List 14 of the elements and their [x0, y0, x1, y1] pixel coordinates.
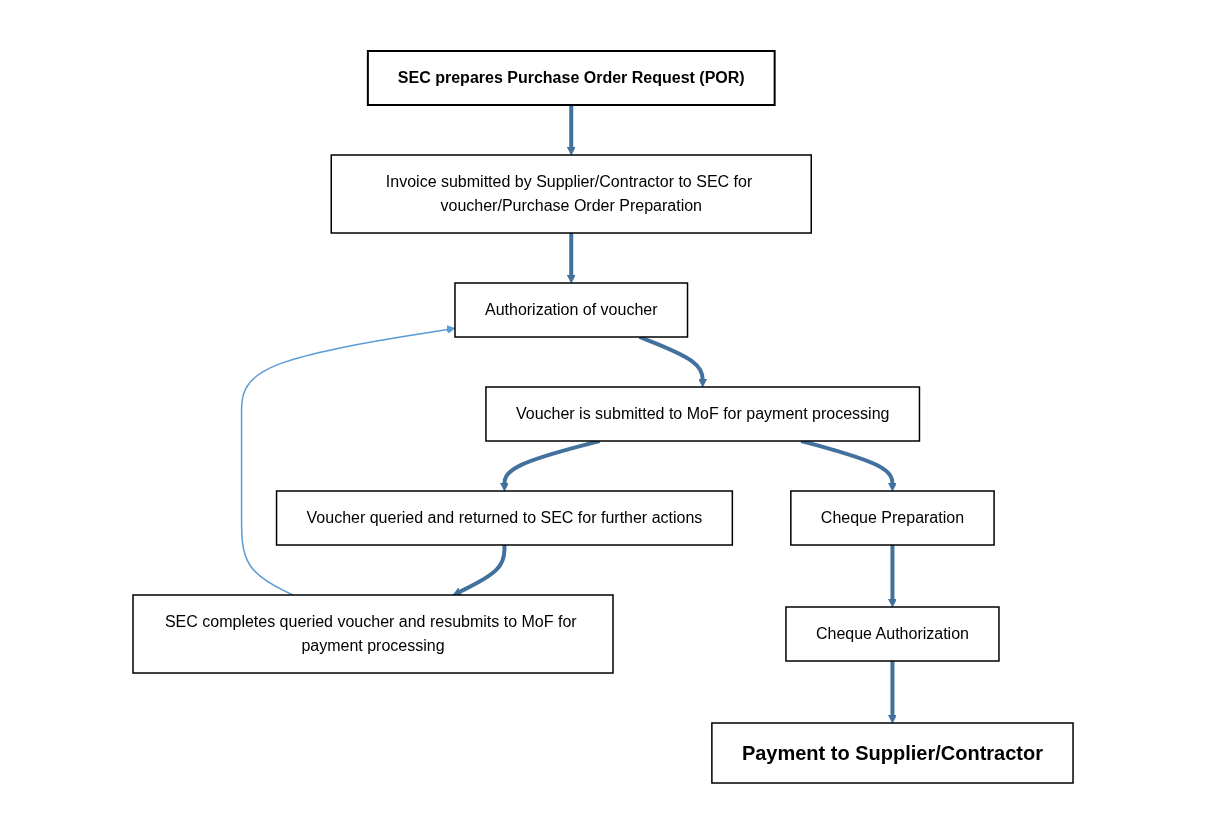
- arrow: [888, 544, 897, 607]
- arrow: [566, 232, 576, 283]
- node-box: Voucher is submitted to MoF for payment processing: [485, 385, 921, 442]
- node-box: Payment to Supplier/Contractor: [711, 721, 1074, 784]
- arrow: [566, 104, 576, 155]
- arrow: [452, 544, 507, 595]
- node-box: Authorization of voucher: [454, 281, 689, 338]
- node-box: SEC prepares Purchase Order Request (POR): [366, 49, 776, 106]
- node-box: Cheque Preparation: [790, 489, 995, 546]
- node-box: Cheque Authorization: [785, 605, 1000, 662]
- node-box: Voucher queried and returned to SEC for further actions: [275, 489, 734, 546]
- node-box: Invoice submitted by Supplier/Contractor to SEC for voucher/Purchase Order Preparation: [330, 153, 812, 234]
- node-box: SEC completes queried voucher and resubmits to MoF for payment processing: [132, 593, 614, 674]
- arrow: [888, 660, 897, 723]
